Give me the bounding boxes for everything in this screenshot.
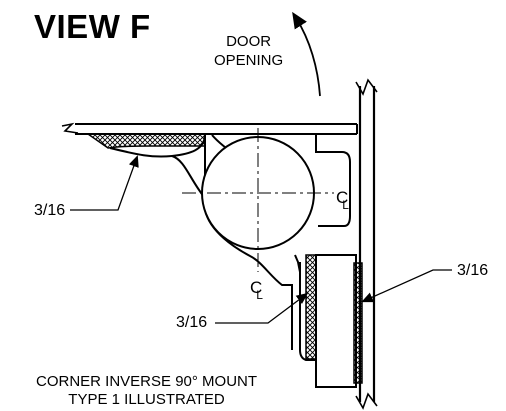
centerline-sub: L [342, 198, 349, 212]
leader-lines [70, 155, 452, 324]
view-title: VIEW F [34, 8, 151, 45]
door-opening-arrow [292, 11, 321, 97]
block-flange [299, 262, 316, 361]
mount-block [315, 254, 357, 388]
caption: CORNER INVERSE 90° MOUNT TYPE 1 ILLUSTRA… [36, 373, 257, 409]
dimension-right: 3/16 [457, 262, 489, 279]
centerline-mark-vertical: CL [250, 278, 269, 302]
door-opening-label: DOOR OPENING [214, 32, 283, 70]
caption-line1: CORNER INVERSE 90° MOUNT [36, 373, 258, 390]
weld-block-left [305, 254, 317, 360]
caption-line2: TYPE 1 ILLUSTRATED [68, 391, 225, 408]
door-label-line2: OPENING [214, 52, 284, 69]
centerline-symbol: C [336, 188, 349, 207]
centerline-sub: L [256, 288, 263, 302]
centerlines [182, 128, 334, 272]
centerline-symbol: C [250, 278, 263, 297]
dimension-left: 3/16 [34, 202, 66, 219]
centerline-mark-horizontal: CL [336, 188, 355, 212]
door-leaf [61, 122, 358, 135]
weld-block-right [353, 262, 363, 384]
dimension-middle: 3/16 [176, 314, 208, 331]
door-label-line1: DOOR [226, 33, 272, 50]
weld-top [85, 133, 206, 149]
